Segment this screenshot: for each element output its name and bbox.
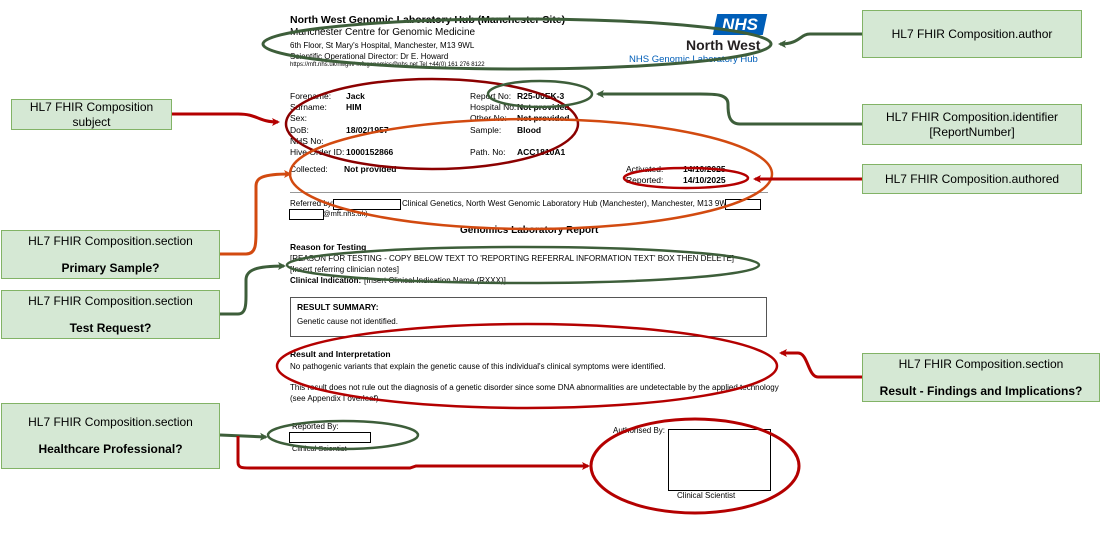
header-divider	[290, 192, 768, 193]
report-title: Genomics Laboratory Report	[460, 225, 599, 236]
reason-line-1: [REASON FOR TESTING - COPY BELOW TEXT TO…	[290, 254, 735, 263]
redacted-contact	[725, 199, 761, 210]
callout-identifier: HL7 FHIR Composition.identifier [ReportN…	[862, 104, 1082, 145]
callout-author: HL7 FHIR Composition.author	[862, 10, 1082, 58]
nhs-number-label: NHS No:	[290, 136, 324, 146]
redacted-reporter	[289, 432, 371, 443]
hub-name: NHS Genomic Laboratory Hub	[629, 54, 758, 65]
sex-label: Sex:	[290, 113, 308, 123]
hive-order-value: 1000152866	[346, 147, 394, 157]
summary-text: Genetic cause not identified.	[297, 317, 398, 326]
sample-value: Blood	[517, 125, 542, 135]
reporter-role: Clinical Scientist	[292, 444, 347, 453]
referred-by-label: Referred by:	[290, 199, 335, 208]
dob-value: 18/02/1957	[346, 125, 389, 135]
reason-line-2: [Insert referring clinician notes]	[290, 265, 399, 274]
hospital-no-value: Not provided	[517, 102, 570, 112]
email-suffix: @mft.nhs.uk)	[323, 209, 368, 218]
path-no-label: Path. No:	[470, 147, 506, 157]
centre-name: Manchester Centre for Genomic Medicine	[290, 27, 476, 38]
interp-line-2: This result does not rule out the diagno…	[290, 383, 779, 392]
reported-label: Reported:	[626, 175, 664, 185]
interp-line-3: (see Appendix I overleaf).	[290, 394, 381, 403]
dob-label: DoB:	[290, 125, 309, 135]
callout-test-request: HL7 FHIR Composition.section Test Reques…	[1, 290, 220, 339]
director-line: Scientific Operational Director: Dr E. H…	[290, 52, 449, 61]
hive-order-label: Hive Order ID:	[290, 147, 345, 157]
sample-label: Sample:	[470, 125, 502, 135]
collected-label: Collected:	[290, 164, 328, 174]
redacted-signature	[668, 429, 771, 491]
nhs-logo: NHS	[712, 14, 768, 35]
collected-value: Not provided	[344, 164, 397, 174]
report-no-label: Report No:	[470, 91, 512, 101]
other-no-value: Not provided	[517, 113, 570, 123]
indication-value: [Insert Clinical Indication Name (RXXX)]…	[364, 276, 509, 285]
org-address: 6th Floor, St Mary's Hospital, Mancheste…	[290, 41, 475, 50]
callout-professional: HL7 FHIR Composition.section Healthcare …	[1, 403, 220, 469]
path-no-value: ACC1810A1	[517, 147, 566, 157]
reported-by-label: Reported By:	[292, 422, 339, 431]
org-name: North West Genomic Laboratory Hub (Manch…	[290, 14, 566, 26]
hospital-no-label: Hospital No:	[470, 102, 517, 112]
surname-value: HIM	[346, 102, 362, 112]
callout-subject: HL7 FHIR Composition subject	[11, 99, 172, 130]
indication-label: Clinical Indication:	[290, 276, 362, 285]
redacted-email	[289, 209, 324, 220]
interp-line-1: No pathogenic variants that explain the …	[290, 362, 666, 371]
authoriser-role: Clinical Scientist	[677, 491, 736, 500]
report-no-value: R25-00EK-3	[517, 91, 565, 101]
summary-heading: RESULT SUMMARY:	[297, 302, 379, 312]
activated-label: Activated:	[626, 164, 664, 174]
other-no-label: Other No:	[470, 113, 507, 123]
authorised-by-label: Authorised By:	[613, 426, 666, 435]
callout-result: HL7 FHIR Composition.section Result - Fi…	[862, 353, 1100, 402]
activated-value: 14/10/2025	[683, 164, 726, 174]
surname-label: Surname:	[290, 102, 327, 112]
reason-heading: Reason for Testing	[290, 242, 367, 252]
callout-authored: HL7 FHIR Composition.authored	[862, 164, 1082, 194]
reported-value: 14/10/2025	[683, 175, 726, 185]
interp-heading: Result and Interpretation	[290, 349, 391, 359]
contact-line: https://mft.nhs.uk/nwglh/ mft.genomics@n…	[290, 62, 485, 68]
forename-value: Jack	[346, 91, 365, 101]
region-name: North West	[686, 37, 761, 53]
callout-primary-sample: HL7 FHIR Composition.section Primary Sam…	[1, 230, 220, 279]
forename-label: Forename:	[290, 91, 332, 101]
referred-text: Clinical Genetics, North West Genomic La…	[402, 199, 734, 208]
